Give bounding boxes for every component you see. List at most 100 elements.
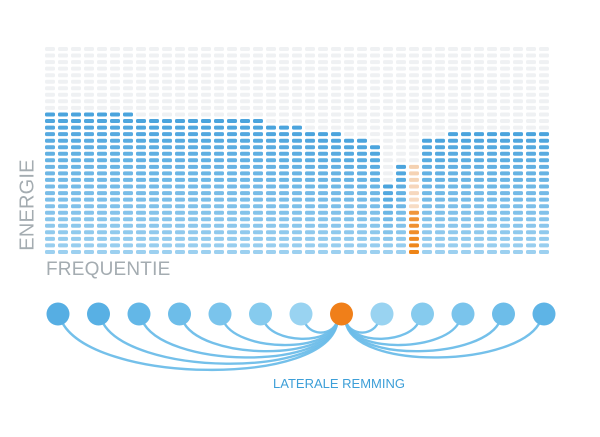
grid-cell bbox=[214, 47, 224, 51]
grid-cell bbox=[487, 250, 497, 254]
grid-cell bbox=[448, 138, 458, 143]
grid-cell bbox=[409, 217, 419, 222]
grid-cell bbox=[136, 145, 146, 150]
grid-cell bbox=[136, 60, 146, 65]
grid-cell bbox=[45, 177, 55, 182]
grid-cell bbox=[487, 145, 497, 150]
grid-cell bbox=[97, 204, 107, 209]
grid-cell bbox=[448, 145, 458, 150]
grid-cell bbox=[344, 171, 354, 176]
grid-cell bbox=[201, 164, 211, 169]
grid-cell bbox=[500, 164, 510, 169]
grid-cell bbox=[344, 73, 354, 78]
grid-cell bbox=[435, 92, 445, 97]
grid-cell bbox=[71, 177, 81, 182]
grid-cell bbox=[448, 184, 458, 189]
grid-cell bbox=[318, 60, 328, 65]
grid-cell bbox=[240, 197, 250, 202]
grid-cell bbox=[149, 243, 159, 248]
grid-cell bbox=[422, 177, 432, 182]
grid-cell bbox=[110, 230, 120, 235]
grid-cell bbox=[435, 236, 445, 241]
grid-cell bbox=[539, 132, 549, 137]
grid-cell bbox=[71, 223, 81, 228]
grid-cell bbox=[526, 191, 536, 196]
grid-cell bbox=[500, 112, 510, 117]
grid-cell bbox=[526, 204, 536, 209]
grid-cell bbox=[344, 99, 354, 104]
grid-cell bbox=[383, 79, 393, 84]
grid-cell bbox=[318, 204, 328, 209]
grid-cell bbox=[409, 66, 419, 71]
grid-cell bbox=[500, 177, 510, 182]
grid-cell bbox=[136, 86, 146, 91]
grid-cell bbox=[513, 53, 523, 58]
grid-cell bbox=[474, 236, 484, 241]
grid-cell bbox=[305, 177, 315, 182]
grid-cell bbox=[188, 171, 198, 176]
grid-cell bbox=[370, 217, 380, 222]
grid-cell bbox=[58, 210, 68, 215]
grid-cell bbox=[201, 79, 211, 84]
grid-cell bbox=[513, 79, 523, 84]
grid-cell bbox=[97, 250, 107, 254]
grid-cell bbox=[227, 53, 237, 58]
grid-cell bbox=[513, 105, 523, 110]
grid-cell bbox=[422, 138, 432, 143]
grid-cell bbox=[136, 158, 146, 163]
grid-cell bbox=[97, 53, 107, 58]
grid-cell bbox=[474, 119, 484, 123]
grid-cell bbox=[240, 250, 250, 254]
grid-cell bbox=[396, 47, 406, 51]
grid-cell bbox=[474, 86, 484, 91]
grid-cell bbox=[227, 184, 237, 189]
grid-cell bbox=[474, 79, 484, 84]
grid-cell bbox=[149, 204, 159, 209]
grid-cell bbox=[97, 217, 107, 222]
grid-cell bbox=[409, 47, 419, 51]
grid-cell bbox=[435, 53, 445, 58]
grid-cell bbox=[123, 191, 133, 196]
grid-cell bbox=[201, 145, 211, 150]
grid-cell bbox=[110, 73, 120, 78]
grid-cell bbox=[331, 112, 341, 117]
grid-cell bbox=[435, 79, 445, 84]
grid-cell bbox=[97, 112, 107, 117]
grid-cell bbox=[461, 86, 471, 91]
grid-cell bbox=[396, 112, 406, 117]
grid-cell bbox=[149, 184, 159, 189]
grid-cell bbox=[357, 250, 367, 254]
grid-cell bbox=[318, 112, 328, 117]
grid-cell bbox=[240, 236, 250, 241]
grid-cell bbox=[461, 191, 471, 196]
grid-cell bbox=[383, 204, 393, 209]
grid-cell bbox=[409, 105, 419, 110]
grid-cell bbox=[435, 204, 445, 209]
grid-cell bbox=[461, 171, 471, 176]
grid-cell bbox=[409, 236, 419, 241]
grid-cell bbox=[201, 250, 211, 254]
grid-cell bbox=[253, 105, 263, 110]
grid-cell bbox=[84, 223, 94, 228]
grid-cell bbox=[188, 204, 198, 209]
grid-cell bbox=[227, 197, 237, 202]
grid-cell bbox=[279, 125, 289, 130]
grid-cell bbox=[162, 236, 172, 241]
grid-cell bbox=[279, 60, 289, 65]
grid-cell bbox=[175, 236, 185, 241]
grid-cell bbox=[357, 243, 367, 248]
grid-cell bbox=[71, 210, 81, 215]
grid-cell bbox=[84, 86, 94, 91]
grid-cell bbox=[45, 204, 55, 209]
grid-cell bbox=[526, 66, 536, 71]
grid-cell bbox=[71, 66, 81, 71]
grid-cell bbox=[474, 250, 484, 254]
grid-cell bbox=[227, 112, 237, 117]
grid-cell bbox=[214, 132, 224, 137]
grid-cell bbox=[539, 204, 549, 209]
inhibition-arc bbox=[344, 318, 543, 359]
grid-cell bbox=[409, 132, 419, 137]
grid-cell bbox=[292, 236, 302, 241]
grid-cell bbox=[448, 86, 458, 91]
grid-cell bbox=[422, 243, 432, 248]
